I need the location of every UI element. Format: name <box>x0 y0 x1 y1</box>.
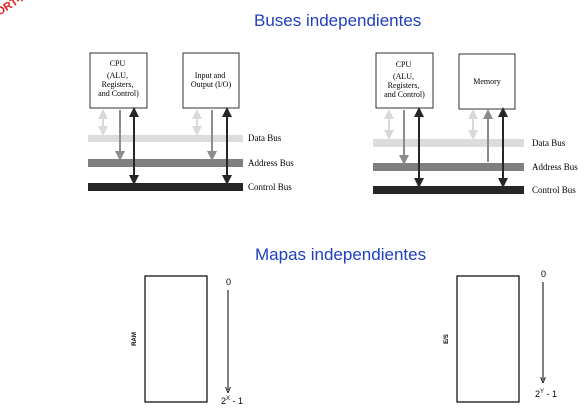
io-map-start-value: 0 <box>541 269 546 279</box>
cpu-box <box>375 52 434 109</box>
left-bus-diagram: Data Bus Address Bus Control Bus CPU (AL… <box>88 52 294 192</box>
memory-box <box>458 53 516 110</box>
io-map-label: E/S <box>444 334 450 344</box>
ram-map-start-value: 0 <box>226 277 231 287</box>
control-bus-label: Control Bus <box>248 182 292 192</box>
data-bus-label: Data Bus <box>532 138 566 148</box>
control-bus-bar <box>88 183 243 191</box>
memory-label: Memory <box>473 77 501 86</box>
buses-section-title: Buses independientes <box>254 11 422 30</box>
cpu-box <box>89 52 148 109</box>
data-bus-label: Data Bus <box>248 133 282 143</box>
ram-map-box <box>144 275 208 403</box>
control-bus-label: Control Bus <box>532 185 576 195</box>
io-label: Input and Output (I/O) <box>191 71 232 89</box>
data-bus-bar <box>88 135 243 142</box>
right-bus-diagram: Data Bus Address Bus Control Bus CPU (AL… <box>373 52 578 195</box>
io-box <box>182 52 240 109</box>
data-bus-bar <box>373 139 524 147</box>
cpu-label: CPU (ALU, Registers, and Control) <box>98 59 139 98</box>
ram-address-map: RAM 0 2X - 1 <box>132 275 243 406</box>
ram-map-end-value: 2X - 1 <box>221 396 243 406</box>
address-bus-bar <box>88 159 243 167</box>
io-address-map: E/S 0 2Y - 1 <box>444 269 557 403</box>
control-bus-bar <box>373 186 524 194</box>
io-map-end-value: 2Y - 1 <box>535 389 557 399</box>
address-bus-label: Address Bus <box>248 158 294 168</box>
maps-section-title: Mapas independientes <box>255 245 427 264</box>
io-map-box <box>456 275 520 403</box>
address-bus-label: Address Bus <box>532 162 578 172</box>
ram-map-label: RAM <box>132 332 138 346</box>
cpu-label: CPU (ALU, Registers, and Control) <box>384 60 425 99</box>
address-bus-bar <box>373 163 524 171</box>
